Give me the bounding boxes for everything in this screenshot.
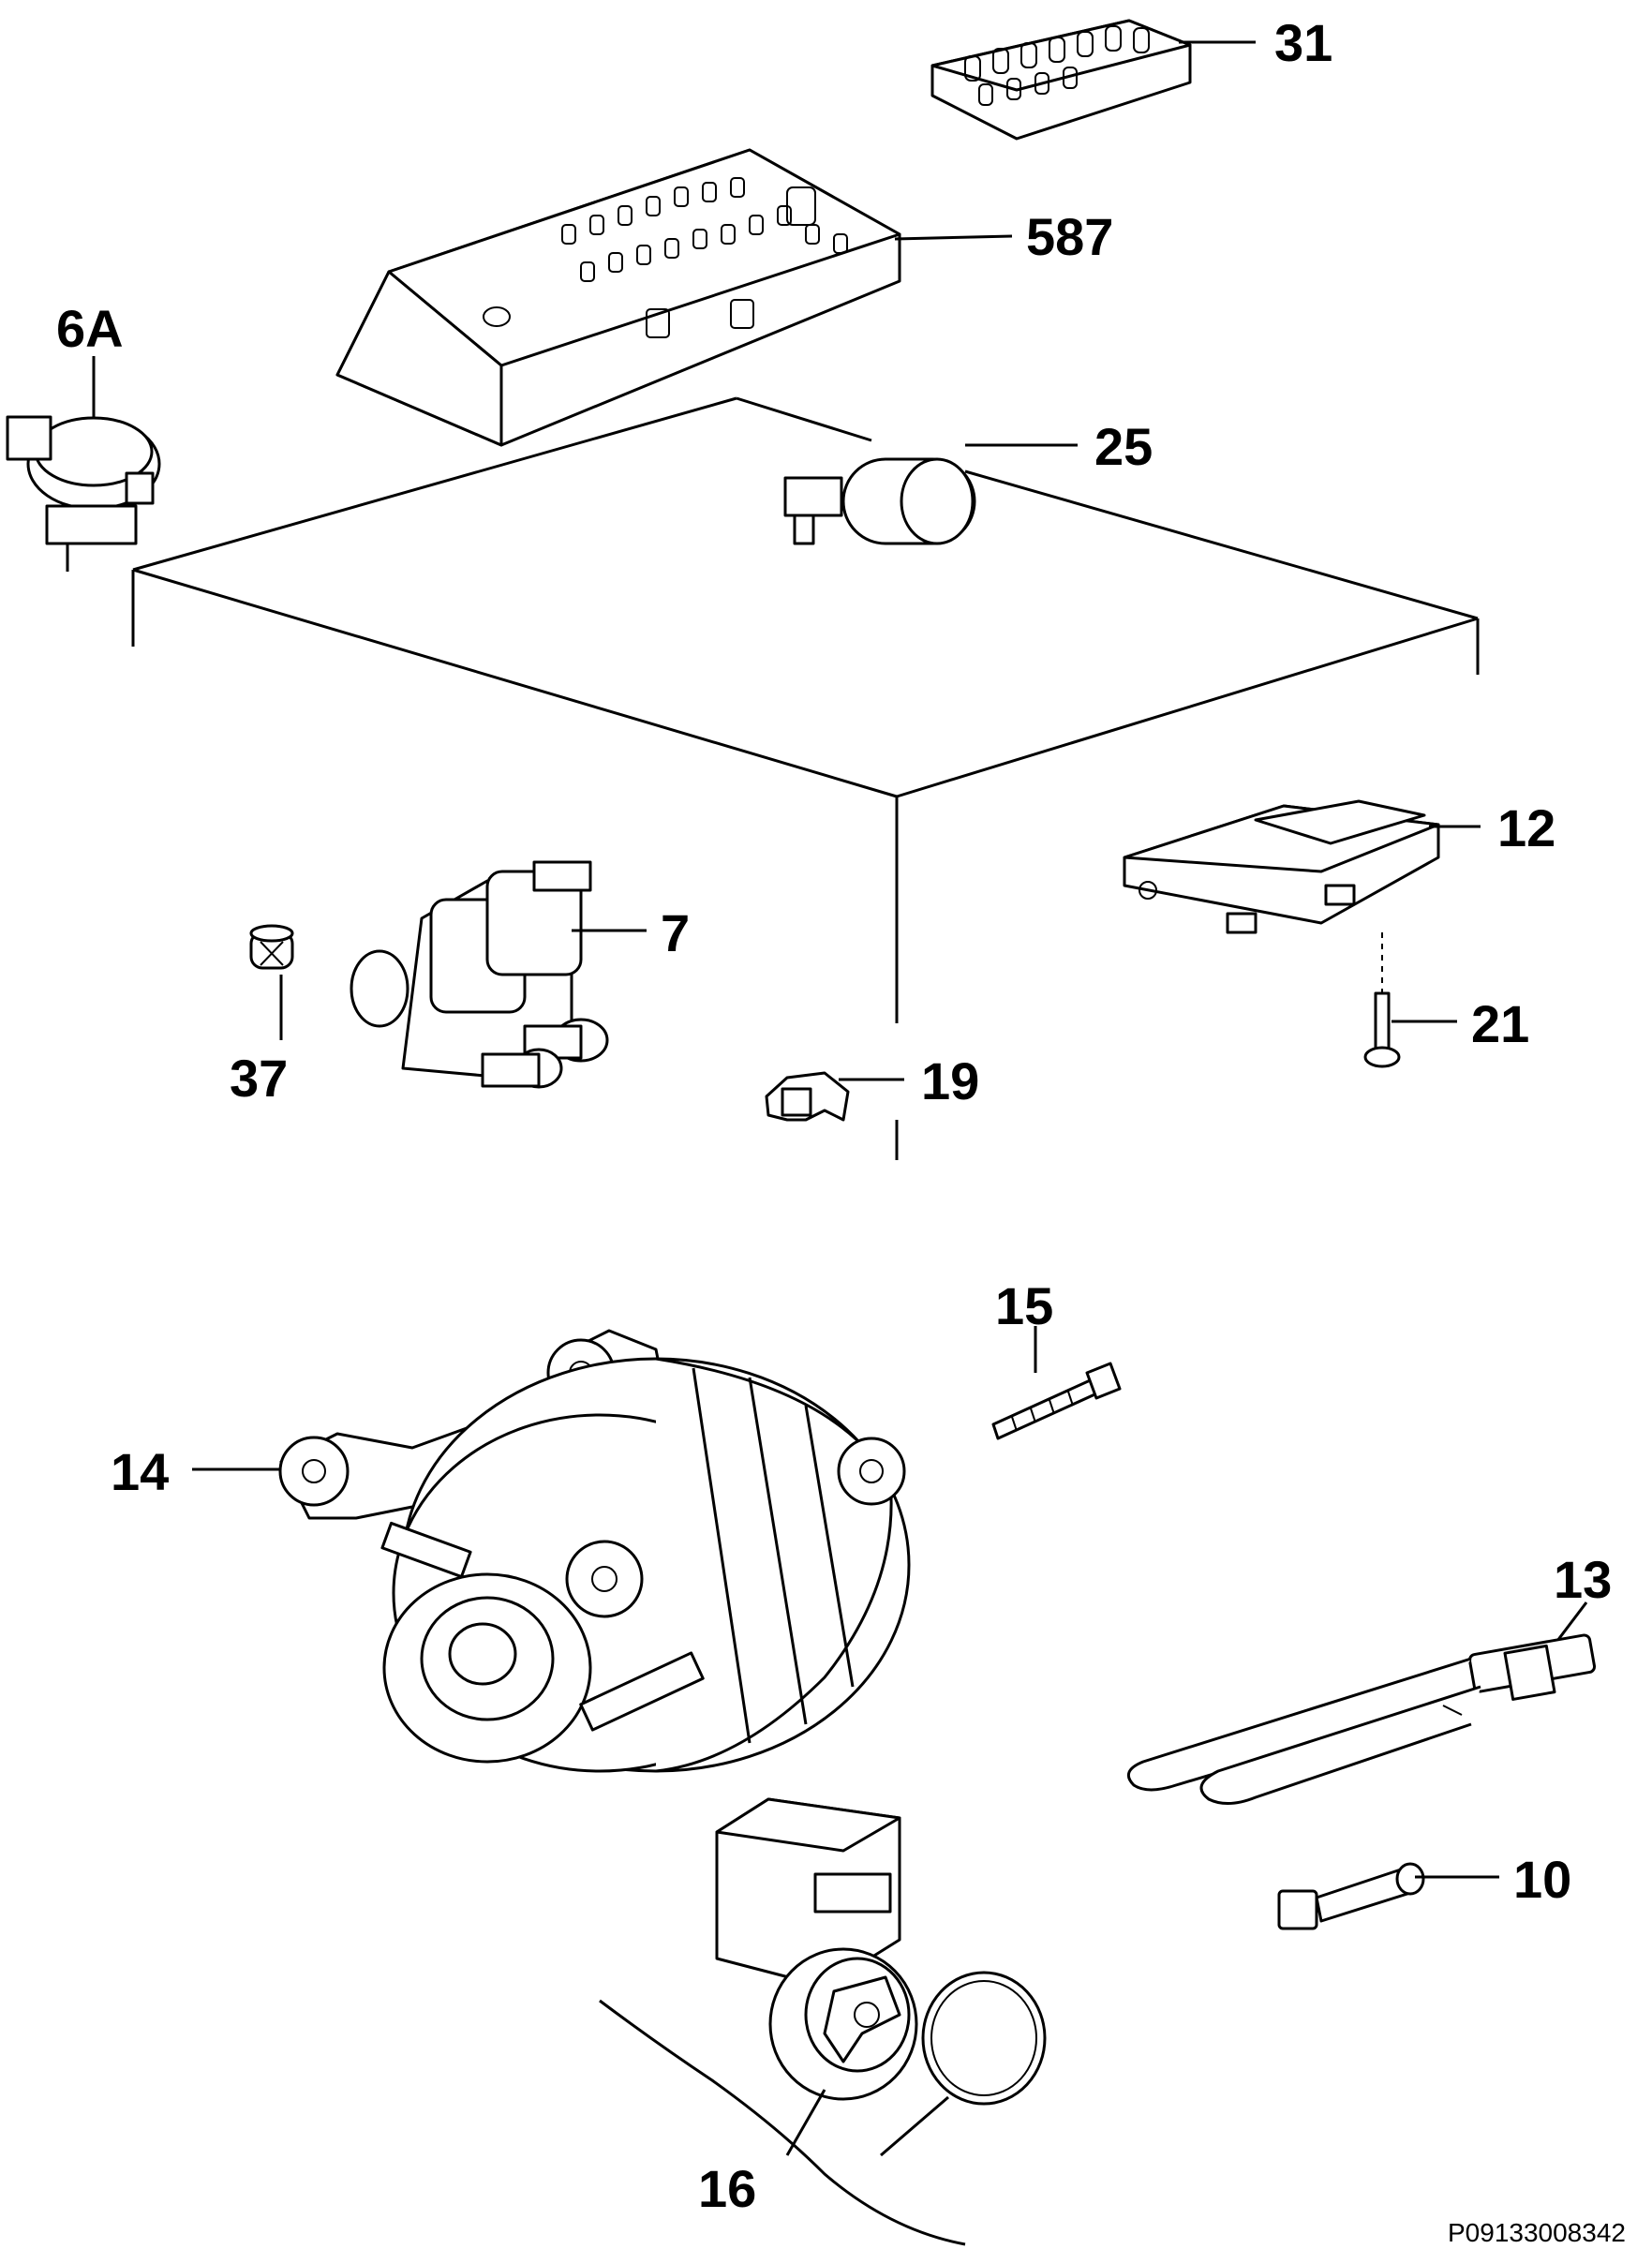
label-21: 21 — [1471, 994, 1529, 1053]
assembly-bracket-lines — [131, 396, 1480, 1160]
label-7: 7 — [661, 903, 690, 962]
label-15: 15 — [995, 1276, 1053, 1335]
part-15-bolt — [991, 1326, 1122, 1440]
label-25: 25 — [1094, 417, 1153, 476]
label-13: 13 — [1554, 1550, 1612, 1609]
part-12-door-interlock — [1123, 799, 1481, 934]
part-14-motor — [192, 1329, 911, 1773]
label-10: 10 — [1513, 1850, 1571, 1909]
part-25-capacitor — [783, 443, 1078, 545]
label-19: 19 — [921, 1051, 979, 1110]
part-13-heating-element — [1126, 1601, 1597, 1805]
label-14: 14 — [111, 1442, 169, 1501]
label-16: 16 — [698, 2159, 756, 2218]
label-6A: 6A — [56, 299, 124, 358]
part-10-ntc-sensor — [1277, 1862, 1499, 1930]
part-587-electronic-module — [335, 148, 1013, 447]
part-19-clip — [765, 1071, 904, 1122]
label-12: 12 — [1497, 798, 1555, 857]
part-37-filter — [249, 924, 294, 1040]
part-7-inlet-valve — [350, 860, 647, 1089]
part-21-screw — [1363, 932, 1457, 1068]
drawing-code: P09133008342 — [1448, 2218, 1626, 2247]
label-587: 587 — [1026, 207, 1113, 266]
part-16-drain-pump — [599, 1797, 1047, 2246]
label-31: 31 — [1274, 13, 1332, 72]
label-37: 37 — [230, 1049, 288, 1108]
part-31-connector-block — [930, 19, 1256, 141]
part-6A-pressure-switch — [6, 356, 161, 572]
